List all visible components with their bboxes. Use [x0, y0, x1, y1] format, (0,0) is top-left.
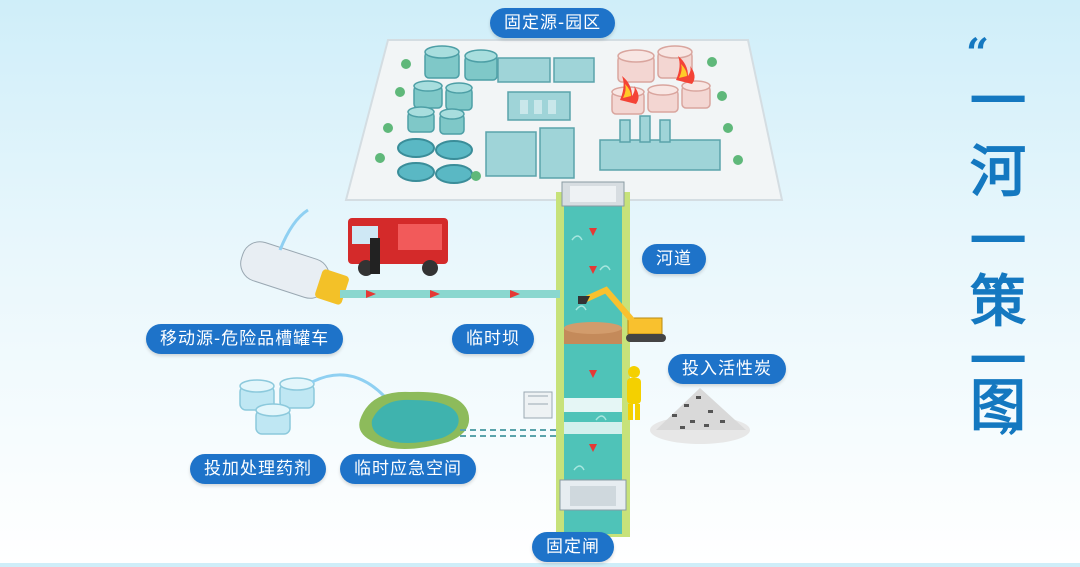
title-char-1: 一 — [970, 69, 1026, 135]
emergency-pond-illustration — [359, 391, 470, 449]
small-sluice-gate-icon — [523, 391, 553, 419]
title-char-3: 一 — [970, 209, 1026, 275]
label-activated-carbon: 投入活性炭 — [668, 354, 786, 384]
vertical-title: “ 一 河 一 策 一 图 ” — [958, 30, 1038, 540]
river-channel-illustration — [556, 181, 630, 537]
label-temporary-space: 临时应急空间 — [340, 454, 476, 484]
overturned-tanker-icon — [240, 208, 349, 305]
label-river-channel: 河道 — [642, 244, 706, 274]
drain-pipe-dashed — [460, 429, 556, 437]
industrial-park-illustration — [344, 39, 784, 201]
fire-icon — [620, 56, 695, 104]
title-char-5: 一 — [970, 329, 1026, 395]
title-char-2: 河 — [970, 139, 1026, 205]
title-char-6: 图 — [970, 373, 1026, 439]
label-mobile-source: 移动源-危险品槽罐车 — [146, 324, 344, 354]
close-quote: ” — [998, 416, 1022, 463]
label-fixed-source-park: 固定源-园区 — [490, 8, 616, 38]
activated-carbon-pile-illustration — [650, 388, 750, 444]
label-fixed-gate: 固定闸 — [532, 532, 614, 562]
fire-truck-icon — [348, 218, 448, 276]
open-quote: “ — [966, 30, 990, 77]
title-char-4: 策 — [970, 269, 1026, 335]
label-temporary-dam: 临时坝 — [452, 324, 534, 354]
leak-flow-pipe — [340, 290, 560, 298]
excavator-icon — [578, 286, 666, 342]
hazmat-worker-icon — [627, 366, 641, 420]
label-add-agent: 投加处理药剂 — [190, 454, 326, 484]
treatment-agent-barrels-icon — [239, 373, 388, 435]
